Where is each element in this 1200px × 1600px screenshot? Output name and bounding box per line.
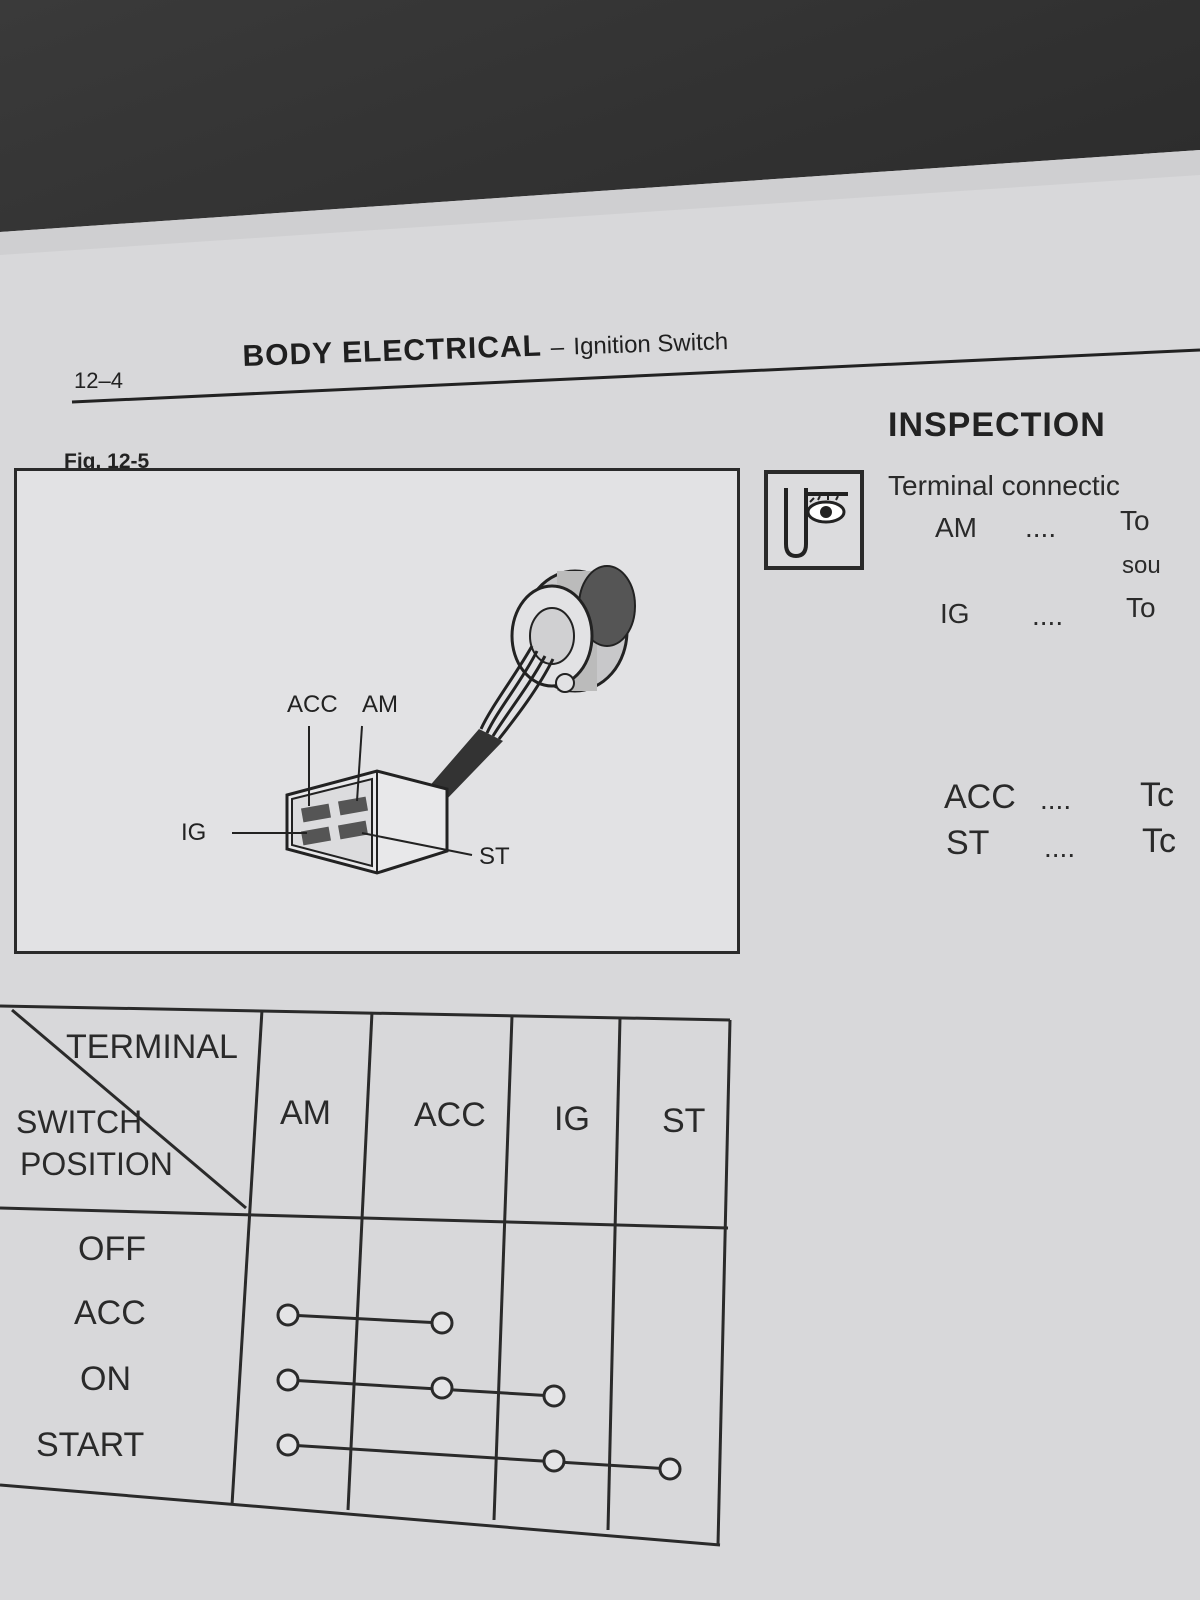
switch-cylinder: [510, 565, 636, 693]
wire-harness: [479, 645, 555, 740]
column-header-am: AM: [280, 1094, 331, 1132]
wire-sleeve: [427, 729, 503, 801]
continuity-point-on-ig: [542, 1384, 566, 1408]
column-header-acc: ACC: [414, 1096, 486, 1134]
table-grid: [0, 1004, 732, 1547]
inspection-row-ig-text: To: [1126, 592, 1156, 623]
corner-position-label: POSITION: [20, 1146, 173, 1182]
continuity-point-acc-am: [276, 1303, 300, 1327]
figure-frame: ACC AM IG ST: [14, 468, 740, 954]
title-separator: –: [550, 333, 565, 362]
inspection-row-am-dots: ....: [1025, 512, 1057, 543]
continuity-line-on: [287, 1378, 555, 1398]
eye-tester-glyph: [784, 488, 848, 559]
figure-label: Fig. 12-5: [64, 450, 150, 473]
callout-ig: IG: [181, 819, 207, 846]
inspection-row-ig-dots: ....: [1032, 600, 1064, 631]
row-label-start: START: [36, 1426, 145, 1464]
continuity-line-acc: [287, 1313, 443, 1325]
ignition-switch-illustration: [232, 565, 636, 875]
callout-am: AM: [362, 691, 398, 718]
inspection-row-st-dots: ....: [1044, 832, 1076, 863]
callout-acc: ACC: [287, 691, 338, 718]
inspection-row-am-continued: sou: [1122, 552, 1161, 579]
inspection-row-am-terminal: AM: [935, 512, 977, 543]
inspection-row-acc-text: Tc: [1140, 776, 1174, 814]
inspection-row-st-terminal: ST: [946, 824, 990, 862]
inspect-eye-icon: [764, 470, 864, 570]
row-label-acc: ACC: [74, 1294, 146, 1332]
continuity-point-on-acc: [430, 1376, 454, 1400]
connector: [285, 769, 449, 875]
inspection-row-acc-dots: ....: [1040, 784, 1072, 815]
inspection-row-am-text: To: [1120, 505, 1150, 536]
continuity-line-start: [287, 1443, 671, 1471]
continuity-point-acc-acc: [430, 1311, 454, 1335]
continuity-point-on-am: [276, 1368, 300, 1392]
row-label-on: ON: [80, 1360, 131, 1398]
continuity-point-start-ig: [542, 1449, 566, 1473]
corner-terminal-label: TERMINAL: [66, 1028, 238, 1066]
inspection-row-ig-terminal: IG: [940, 598, 970, 629]
inspection-title: INSPECTION: [888, 406, 1106, 444]
inspection-intro: Terminal connectic: [888, 470, 1120, 501]
subsection-name: Ignition Switch: [572, 328, 729, 361]
column-header-st: ST: [662, 1102, 706, 1140]
page-number: 12–4: [74, 368, 123, 393]
continuity-point-start-am: [276, 1433, 300, 1457]
callout-st: ST: [479, 843, 510, 870]
continuity-marks: [276, 1303, 682, 1481]
corner-switch-label: SWITCH: [16, 1104, 143, 1140]
continuity-point-start-st: [658, 1457, 682, 1481]
row-label-off: OFF: [78, 1230, 146, 1268]
inspection-row-st-text: Tc: [1142, 822, 1176, 860]
continuity-table: TERMINAL SWITCH POSITION AM ACC IG ST OF…: [0, 1000, 740, 1560]
column-header-ig: IG: [554, 1100, 590, 1138]
inspection-row-acc-terminal: ACC: [944, 778, 1016, 816]
callout-leaders: [232, 725, 473, 856]
